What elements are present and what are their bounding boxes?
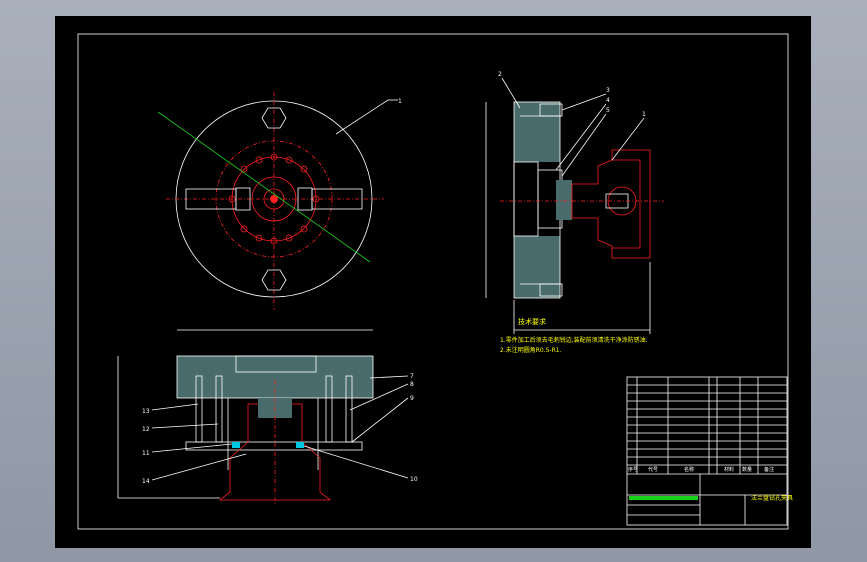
drawing-frame (77, 33, 789, 530)
tech-req-line-1: 1.零件加工后须去毛刺锐边,装配前须清洗干净涂防锈油. (500, 336, 648, 344)
bom-grid (627, 377, 787, 525)
plan-bottom-nut (261, 269, 287, 291)
bom-header-note: 备注 (764, 466, 774, 473)
section-view (485, 77, 664, 334)
section-leader-3 (561, 93, 607, 111)
section-leader-2 (501, 77, 521, 109)
front-leader-9 (351, 397, 409, 443)
front-leader-7 (369, 375, 409, 379)
plan-bolt-holes (228, 153, 320, 245)
balloon-8: 8 (410, 381, 414, 388)
front-left-pad (232, 442, 240, 448)
section-flange-outline (571, 149, 651, 259)
balloon-7: 7 (410, 373, 414, 380)
bom-header-qty: 数量 (742, 466, 752, 473)
front-leader-10 (303, 445, 409, 479)
balloon-3: 3 (606, 87, 610, 94)
front-leader-13 (151, 403, 199, 411)
plan-inner-circle (251, 176, 297, 222)
bom-header-name: 名称 (684, 466, 694, 473)
title-block (626, 376, 788, 526)
plan-top-nut (261, 107, 287, 129)
balloon-11: 11 (142, 450, 150, 457)
balloon-12: 12 (142, 426, 150, 433)
front-workpiece (218, 403, 332, 501)
section-flange-bore (607, 186, 637, 216)
plan-section-line (157, 111, 371, 263)
plan-left-block (235, 187, 251, 211)
front-view (117, 329, 409, 505)
front-leader-11 (151, 443, 233, 453)
front-base-plate (185, 441, 363, 451)
title-block-green-bar (629, 496, 698, 500)
section-leader-5 (561, 113, 607, 177)
tech-req-heading: 技术要求 (518, 317, 546, 326)
plan-bore-circle (263, 188, 285, 210)
section-leader-1 (611, 117, 645, 161)
balloon-10: 10 (410, 476, 418, 483)
plan-view (157, 92, 398, 310)
balloon-9: 9 (410, 395, 414, 402)
bom-header-code: 代号 (648, 466, 658, 473)
front-columns (195, 375, 353, 470)
section-pin (556, 180, 572, 220)
balloon-4: 4 (606, 97, 610, 104)
balloon-5: 5 (606, 107, 610, 114)
plan-flange-circle (231, 156, 317, 242)
section-leader-4 (555, 103, 607, 171)
front-leader-12 (151, 423, 219, 429)
plan-center-dot (270, 195, 278, 203)
front-top-slot (235, 355, 317, 373)
front-right-pad (296, 442, 304, 448)
drawing-sheet (55, 16, 811, 548)
tech-req-line-2: 2.未注明圆角R0.5-R1. (500, 346, 562, 354)
plan-bolt-circle (215, 140, 333, 258)
section-top-block (514, 102, 560, 162)
balloon-2: 2 (498, 71, 502, 78)
plan-right-block (297, 187, 313, 211)
title-block-outline (626, 376, 788, 526)
section-bottom-block (514, 236, 560, 298)
balloon-13: 13 (142, 408, 150, 415)
bom-header-material: 材料 (724, 466, 734, 473)
bom-header-seq: 序号 (628, 466, 638, 473)
front-leader-8 (349, 383, 409, 411)
plan-leader (335, 99, 389, 135)
drawing-name: 法兰盘钻孔夹具 (751, 494, 793, 502)
front-center-boss (246, 378, 308, 396)
section-bolts (520, 103, 563, 297)
balloon-1: 1 (642, 111, 646, 118)
section-recess (513, 161, 539, 237)
balloon-14: 14 (142, 478, 150, 485)
balloon-1-plan: 1 (398, 98, 402, 105)
front-leader-14 (151, 453, 247, 481)
section-flange-inner (612, 159, 641, 249)
